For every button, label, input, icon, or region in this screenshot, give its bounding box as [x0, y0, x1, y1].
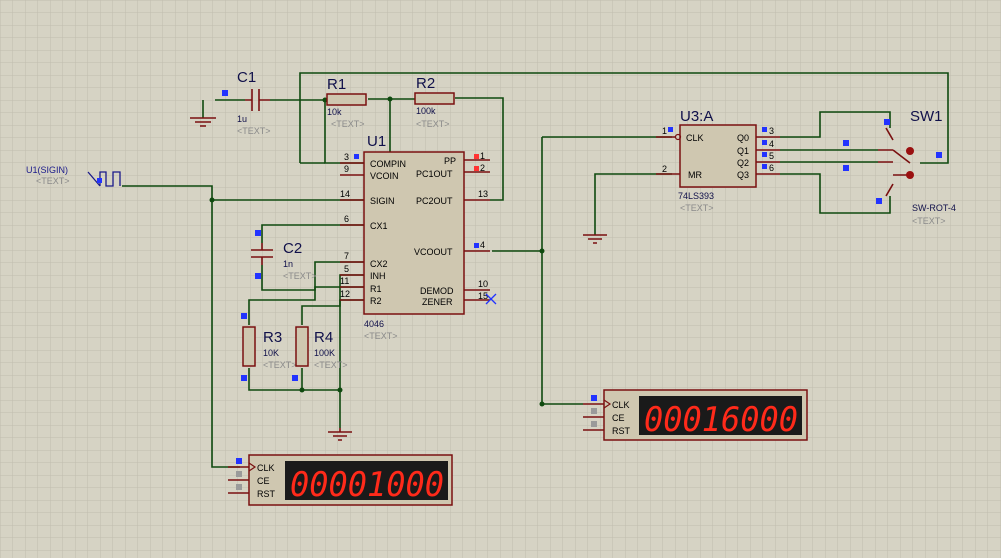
- resistor-r3[interactable]: R3 10K <TEXT>: [241, 313, 297, 381]
- r2-text-placeholder: <TEXT>: [416, 119, 450, 129]
- no-connect-icon: [485, 293, 497, 305]
- u3-pin-name: MR: [688, 170, 702, 180]
- u1-pin-num: 5: [344, 264, 349, 274]
- capacitor-c2[interactable]: C2 1n <TEXT>: [251, 230, 317, 281]
- u3-ref: U3:A: [680, 108, 713, 125]
- u3-pin-num: 3: [769, 126, 774, 136]
- u1-pin-name: PP: [444, 156, 456, 166]
- r4-text-placeholder: <TEXT>: [314, 360, 348, 370]
- ground-symbol: [190, 117, 216, 127]
- counter-bottom-pin-clk: CLK: [257, 463, 275, 473]
- u1-pin-name: ZENER: [422, 297, 453, 307]
- u1-pin-name: R2: [370, 296, 382, 306]
- r4-value: 100K: [314, 348, 335, 358]
- c1-text-placeholder: <TEXT>: [237, 126, 271, 136]
- resistor-r2[interactable]: R2 100k <TEXT>: [414, 75, 455, 129]
- c2-text-placeholder: <TEXT>: [283, 271, 317, 281]
- u1-pin-num: 4: [480, 240, 485, 250]
- u3-part: 74LS393: [678, 191, 714, 201]
- r2-value: 100k: [416, 106, 436, 116]
- generator-text-placeholder: <TEXT>: [36, 176, 70, 186]
- u1-pin-num: 9: [344, 164, 349, 174]
- u1-pin-name: CX2: [370, 259, 388, 269]
- u1-pin-num: 14: [340, 189, 350, 199]
- pin-marker: [97, 178, 102, 183]
- rotary-switch-sw1[interactable]: SW1 SW-ROT-4 <TEXT>: [843, 108, 956, 226]
- u1-pin-name: COMPIN: [370, 159, 406, 169]
- ground-symbol: [328, 428, 352, 441]
- r2-ref: R2: [416, 75, 435, 92]
- u1-text-placeholder: <TEXT>: [364, 331, 398, 341]
- c1-value: 1u: [237, 114, 247, 124]
- sw1-part: SW-ROT-4: [912, 203, 956, 213]
- u1-pin-num: 12: [340, 289, 350, 299]
- counter-top-pin-ce: CE: [612, 413, 625, 423]
- u1-pin-name: VCOIN: [370, 171, 399, 181]
- u3-pin-name: Q1: [737, 146, 749, 156]
- signal-generator[interactable]: U1(SIGIN) <TEXT>: [26, 165, 121, 187]
- u1-ref: U1: [367, 133, 386, 150]
- r4-ref: R4: [314, 329, 333, 346]
- ic-u1-4046[interactable]: U1 3 COMPIN 9 VCOIN 14 SIGIN 6 CX1 7 CX2…: [340, 133, 497, 341]
- u1-pin-num: 10: [478, 279, 488, 289]
- c1-ref: C1: [237, 69, 256, 86]
- u1-pin-num: 6: [344, 214, 349, 224]
- r3-ref: R3: [263, 329, 282, 346]
- u3-pin-name: Q3: [737, 170, 749, 180]
- sw1-text-placeholder: <TEXT>: [912, 216, 946, 226]
- counter-display-top[interactable]: CLK CE RST 00016000: [583, 389, 808, 441]
- u1-pin-num: 11: [340, 276, 349, 286]
- u1-pin-num: 1: [480, 151, 485, 161]
- u3-pin-num: 4: [769, 139, 774, 149]
- u1-pin-name: DEMOD: [420, 286, 454, 296]
- u3-pin-name: Q0: [737, 133, 749, 143]
- u3-pin-name: Q2: [737, 158, 749, 168]
- u1-pin-name: INH: [370, 271, 386, 281]
- u1-part: 4046: [364, 319, 384, 329]
- u3-text-placeholder: <TEXT>: [680, 203, 714, 213]
- c2-value: 1n: [283, 259, 293, 269]
- counter-bottom-reading: 00001000: [290, 465, 444, 505]
- u3-pin-num: 6: [769, 163, 774, 173]
- counter-bottom-pin-ce: CE: [257, 476, 270, 486]
- u1-pin-num: 13: [478, 189, 488, 199]
- r1-text-placeholder: <TEXT>: [331, 119, 365, 129]
- sw1-ref: SW1: [910, 108, 943, 125]
- ground-symbol: [583, 234, 607, 244]
- ic-u3-74ls393[interactable]: U3:A 1 CLK 2 MR Q0 3 Q1 4 Q2 5 Q3 6 74LS…: [656, 108, 780, 213]
- u1-pin-name: VCOOUT: [414, 247, 453, 257]
- u3-pin-num: 5: [769, 151, 774, 161]
- counter-top-pin-rst: RST: [612, 426, 631, 436]
- capacitor-c1[interactable]: C1 1u <TEXT>: [222, 69, 271, 136]
- u1-pin-name: SIGIN: [370, 196, 395, 206]
- u1-pin-num: 2: [480, 163, 485, 173]
- u1-pin-num: 3: [344, 152, 349, 162]
- r3-value: 10K: [263, 348, 279, 358]
- u1-pin-name: PC2OUT: [416, 196, 453, 206]
- u1-pin-name: CX1: [370, 221, 388, 231]
- counter-bottom-pin-rst: RST: [257, 489, 276, 499]
- counter-top-reading: 00016000: [644, 400, 798, 440]
- u3-pin-name: CLK: [686, 133, 704, 143]
- r1-value: 10k: [327, 107, 342, 117]
- r3-text-placeholder: <TEXT>: [263, 360, 297, 370]
- counter-top-pin-clk: CLK: [612, 400, 630, 410]
- u1-pin-num: 15: [478, 291, 488, 301]
- square-wave-icon: [87, 171, 121, 187]
- u1-pin-name: R1: [370, 284, 382, 294]
- resistor-r1[interactable]: R1 10k <TEXT>: [326, 76, 367, 129]
- pin-marker: [222, 90, 228, 96]
- u3-pin-num: 2: [662, 164, 667, 174]
- counter-display-bottom[interactable]: CLK CE RST 00001000: [228, 454, 453, 506]
- resistor-r4[interactable]: R4 100K <TEXT>: [292, 326, 348, 381]
- c2-ref: C2: [283, 240, 302, 257]
- generator-label: U1(SIGIN): [26, 165, 68, 175]
- r1-ref: R1: [327, 76, 346, 93]
- u3-pin-num: 1: [662, 126, 667, 136]
- u1-pin-num: 7: [344, 251, 349, 261]
- u1-pin-name: PC1OUT: [416, 169, 453, 179]
